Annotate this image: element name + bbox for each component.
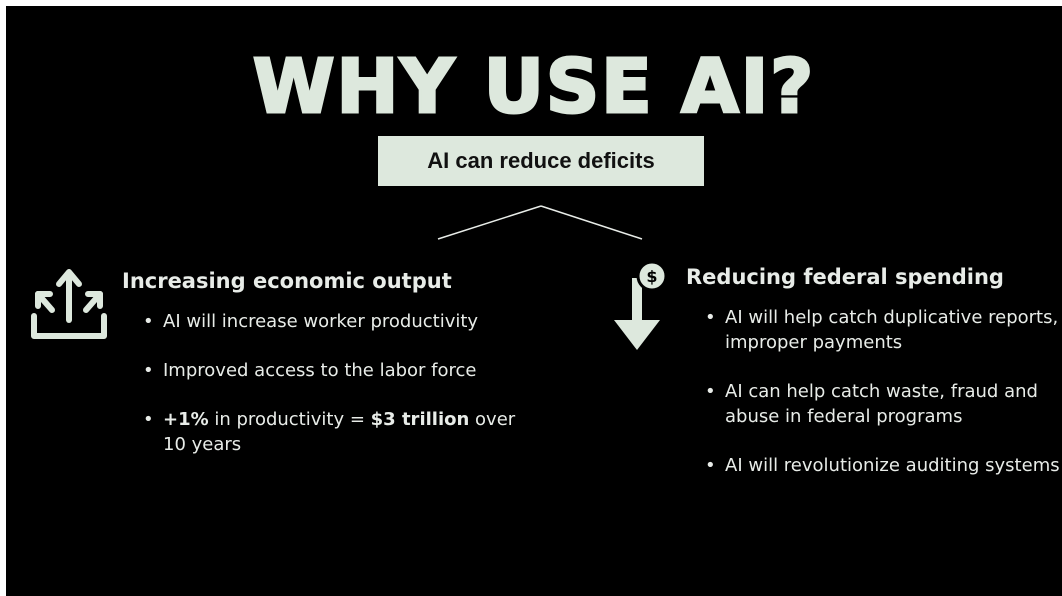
list-item: AI will increase worker productivity [141, 309, 541, 334]
left-bullet-list: AI will increase worker productivity Imp… [141, 309, 541, 481]
upload-arrows-icon [31, 269, 107, 339]
slide: WHY USE AI? AI can reduce deficits Incre… [6, 6, 1062, 596]
bullet-bold-text: +1% [163, 409, 209, 430]
bullet-text: over 10 years [163, 409, 516, 455]
right-heading: Reducing federal spending [686, 265, 1004, 289]
subtitle-box: AI can reduce deficits [378, 136, 704, 186]
list-item: AI will revolutionize auditing systems [703, 453, 1062, 478]
subtitle-text: AI can reduce deficits [427, 148, 655, 173]
bullet-text: AI will revolutionize auditing systems [725, 455, 1060, 476]
list-item: AI will help catch duplicative reports, … [703, 305, 1062, 355]
right-bullet-list: AI will help catch duplicative reports, … [703, 305, 1062, 502]
list-item: +1% in productivity = $3 trillion over 1… [141, 407, 541, 457]
bullet-text: AI can help catch waste, fraud and abuse… [725, 381, 1038, 427]
dollar-symbol: $ [646, 267, 657, 286]
bullet-text: AI will increase worker productivity [163, 311, 479, 332]
list-item: Improved access to the labor force [141, 358, 541, 383]
dollar-down-arrow-icon: $ [614, 260, 668, 350]
bullet-text: Improved access to the labor force [163, 360, 477, 381]
bullet-text: AI will help catch duplicative reports, … [725, 307, 1059, 353]
slide-title: WHY USE AI? [251, 44, 816, 130]
left-heading: Increasing economic output [122, 269, 452, 293]
connector-lines [437, 205, 643, 240]
bullet-text: in productivity = [208, 409, 371, 430]
bullet-bold-text: $3 trillion [370, 409, 470, 430]
list-item: AI can help catch waste, fraud and abuse… [703, 379, 1062, 429]
